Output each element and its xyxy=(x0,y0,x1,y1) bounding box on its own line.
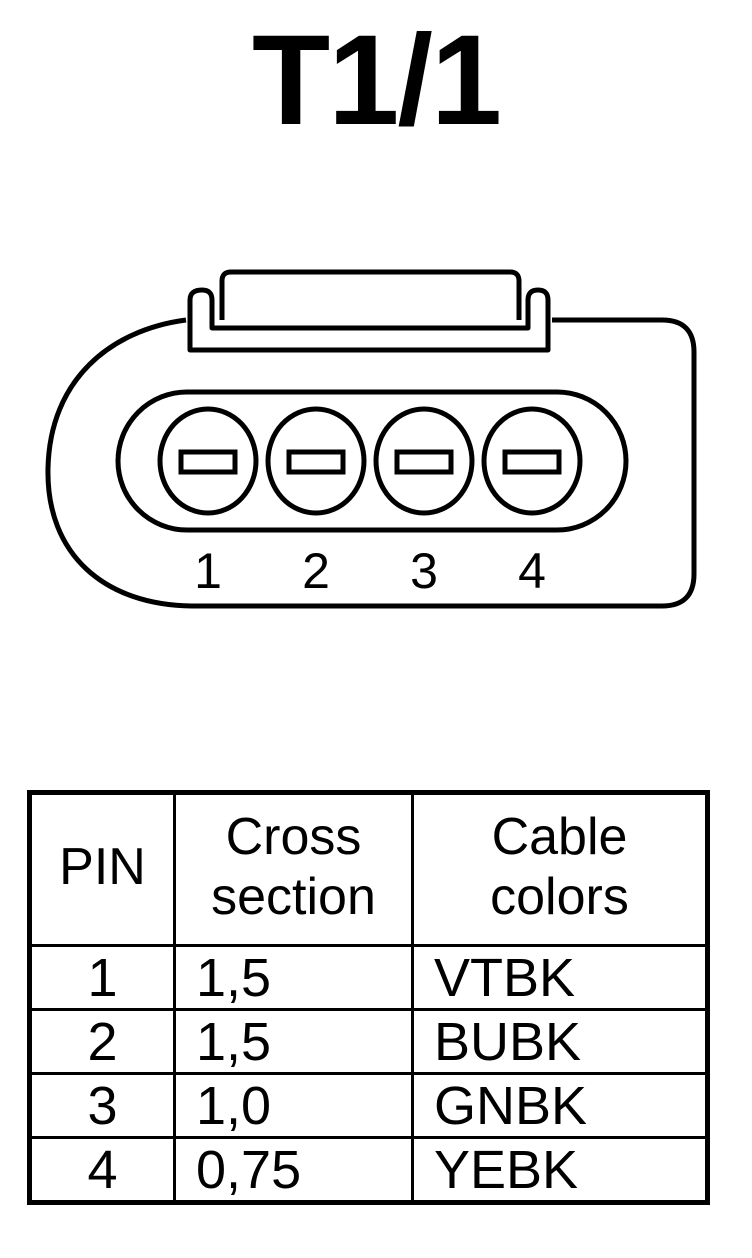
latch-clip xyxy=(187,287,551,353)
header-pin-line: PIN xyxy=(59,837,146,896)
header-cross-section-line-1: Cross xyxy=(225,807,362,866)
pin-socket-4 xyxy=(481,406,583,516)
cross-section-cell: 0,75 xyxy=(173,1136,414,1204)
header-cross-section-line-2: section xyxy=(211,867,376,926)
pin-contact-slot xyxy=(394,449,454,475)
table-header-row: PIN Cross section Cable colors xyxy=(28,791,709,947)
pin-socket-3 xyxy=(373,406,475,516)
pin-socket-1 xyxy=(157,406,259,516)
pin-socket-2 xyxy=(265,406,367,516)
pin-cell: 3 xyxy=(28,1072,176,1139)
cable-color-cell: GNBK xyxy=(411,1072,709,1139)
connector-housing-outline xyxy=(45,317,697,609)
header-cross-section: Cross section xyxy=(173,791,414,947)
pin-socket-ring xyxy=(373,406,475,516)
pin-number-label: 3 xyxy=(410,543,438,599)
pin-well xyxy=(115,389,629,533)
pin-socket-ring xyxy=(265,406,367,516)
pin-cell: 2 xyxy=(28,1008,176,1075)
pin-contact-slot xyxy=(178,449,238,475)
pin-cell: 4 xyxy=(28,1136,176,1204)
pin-socket-ring xyxy=(481,406,583,516)
cable-color-cell: VTBK xyxy=(411,944,709,1011)
pin-contact-slot xyxy=(286,449,346,475)
cross-section-cell: 1,0 xyxy=(173,1072,414,1139)
connector-title: T1/1 xyxy=(251,9,502,152)
cable-color-cell: YEBK xyxy=(411,1136,709,1204)
cross-section-cell: 1,5 xyxy=(173,1008,414,1075)
header-cable-colors-line-2: colors xyxy=(490,867,629,926)
header-cable-colors-line-1: Cable xyxy=(491,807,628,866)
cable-color-cell: BUBK xyxy=(411,1008,709,1075)
locking-tab xyxy=(219,269,522,320)
pin-number-label: 1 xyxy=(194,543,222,599)
cross-section-cell: 1,5 xyxy=(173,944,414,1011)
pin-number-label: 2 xyxy=(302,543,330,599)
pin-number-label: 4 xyxy=(518,543,546,599)
connector-diagram: 1 2 3 4 xyxy=(45,269,697,609)
header-cable-colors: Cable colors xyxy=(411,791,709,947)
header-pin: PIN xyxy=(28,791,176,947)
pin-cell: 1 xyxy=(28,944,176,1011)
pin-socket-ring xyxy=(157,406,259,516)
pin-contact-slot xyxy=(502,449,562,475)
